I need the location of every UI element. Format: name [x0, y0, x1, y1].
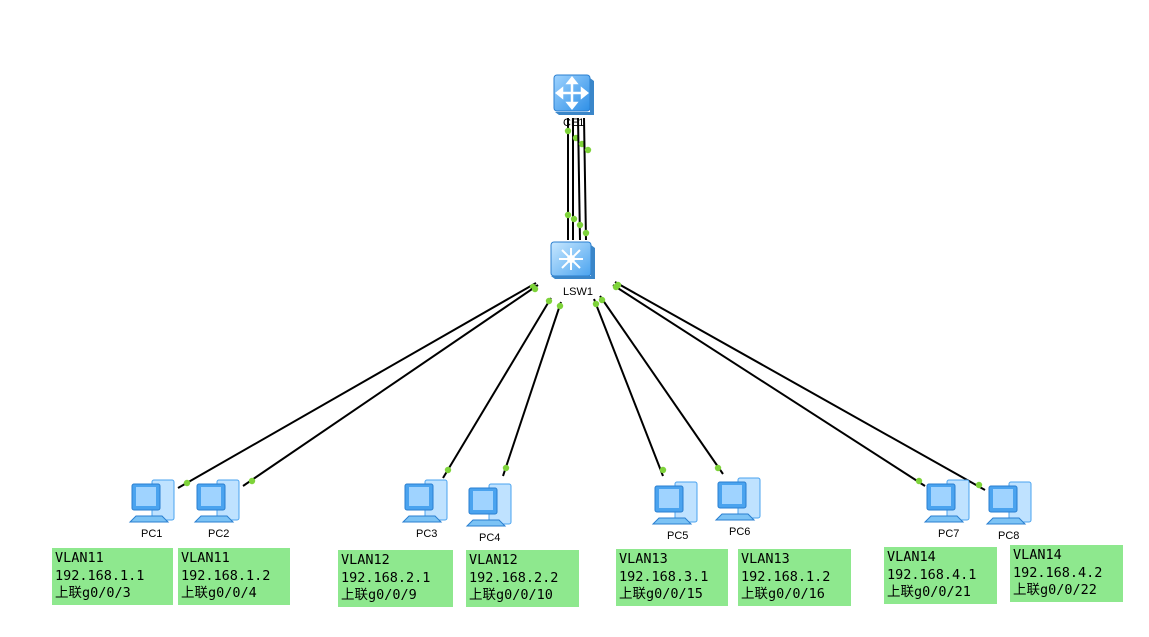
note-uplink: 上联g0/0/10 — [469, 587, 553, 603]
port-status-dot — [556, 302, 564, 310]
note-pc5[interactable]: VLAN13 192.168.3.1 上联g0/0/15 — [616, 549, 728, 606]
pc-icon — [193, 479, 240, 523]
pc2[interactable] — [193, 476, 245, 526]
note-pc4[interactable]: VLAN12 192.168.2.2 上联g0/0/10 — [466, 550, 579, 607]
port-status-dot — [714, 464, 722, 472]
port-status-dot — [248, 477, 256, 485]
port-status-dot — [975, 481, 983, 489]
link-lsw1-pc5[interactable] — [593, 298, 664, 477]
note-ip: 192.168.3.1 — [619, 568, 709, 585]
pc-icon — [401, 479, 448, 523]
note-uplink: 上联g0/0/4 — [181, 585, 257, 601]
port-status-dot — [576, 221, 584, 229]
port-status-dot — [598, 296, 606, 304]
note-uplink: 上联g0/0/21 — [887, 584, 971, 600]
router-icon — [553, 74, 594, 115]
note-ip: 192.168.1.2 — [181, 567, 271, 584]
note-pc8[interactable]: VLAN14 192.168.4.2 上联g0/0/22 — [1010, 545, 1123, 602]
link-lsw1-pc1[interactable] — [177, 282, 537, 489]
note-vlan: VLAN13 — [741, 551, 790, 567]
port-status-dot — [570, 215, 578, 223]
note-uplink: 上联g0/0/3 — [55, 585, 131, 601]
pc-icon — [714, 477, 761, 521]
note-vlan: VLAN12 — [469, 552, 518, 568]
pc-icon — [985, 481, 1032, 525]
pc3-label: PC3 — [416, 528, 438, 540]
note-vlan: VLAN13 — [619, 551, 668, 567]
pc7-label: PC7 — [938, 528, 960, 540]
port-status-dot — [502, 464, 510, 472]
note-ip: 192.168.2.2 — [469, 569, 559, 586]
pc7[interactable] — [923, 476, 975, 526]
port-status-dot — [614, 281, 622, 289]
note-ip: 192.168.1.2 — [741, 568, 831, 585]
port-status-dot — [444, 466, 452, 474]
link-lsw1-pc2[interactable] — [242, 284, 539, 487]
note-ip: 192.168.4.1 — [887, 566, 977, 583]
port-status-dot — [584, 146, 592, 154]
note-pc6[interactable]: VLAN13 192.168.1.2 上联g0/0/16 — [738, 549, 851, 606]
link-lsw1-pc8[interactable] — [614, 281, 986, 491]
note-uplink: 上联g0/0/22 — [1013, 582, 1097, 598]
pc1[interactable] — [128, 476, 180, 526]
note-uplink: 上联g0/0/9 — [341, 587, 417, 603]
pc5-label: PC5 — [667, 530, 689, 542]
note-pc2[interactable]: VLAN11 192.168.1.2 上联g0/0/4 — [178, 548, 290, 605]
link-ce1-lsw1-4[interactable] — [583, 117, 587, 241]
link-lsw1-pc4[interactable] — [502, 301, 562, 477]
pc3[interactable] — [401, 476, 453, 526]
switch-label: LSW1 — [563, 286, 593, 298]
note-vlan: VLAN11 — [55, 550, 104, 566]
port-status-dot — [531, 285, 539, 293]
pc2-label: PC2 — [208, 528, 230, 540]
port-status-dot — [659, 466, 667, 474]
switch-lsw1[interactable] — [550, 240, 596, 280]
link-lsw1-pc6[interactable] — [599, 295, 724, 475]
pc-icon — [465, 483, 512, 527]
pc8[interactable] — [985, 478, 1037, 528]
router-label: CE1 — [563, 117, 585, 129]
note-uplink: 上联g0/0/16 — [741, 586, 825, 602]
pc4[interactable] — [465, 480, 517, 530]
pc6-label: PC6 — [729, 526, 751, 538]
link-lsw1-pc7[interactable] — [612, 284, 926, 487]
note-ip: 192.168.2.1 — [341, 569, 431, 586]
note-ip: 192.168.4.2 — [1013, 564, 1103, 581]
pc8-label: PC8 — [998, 530, 1020, 542]
note-vlan: VLAN14 — [1013, 547, 1062, 563]
link-ce1-lsw1-3[interactable] — [577, 117, 581, 241]
pc4-label: PC4 — [479, 532, 501, 544]
pc-icon — [923, 479, 970, 523]
switch-icon — [550, 241, 595, 279]
pc5[interactable] — [651, 478, 703, 528]
port-status-dot — [915, 477, 923, 485]
pc-icon — [651, 481, 698, 525]
link-lsw1-pc3[interactable] — [442, 297, 552, 479]
port-status-dot — [564, 127, 572, 135]
port-status-dot — [183, 479, 191, 487]
router-ce1[interactable] — [553, 74, 595, 116]
pc1-label: PC1 — [141, 528, 163, 540]
port-status-dot — [592, 300, 600, 308]
note-pc3[interactable]: VLAN12 192.168.2.1 上联g0/0/9 — [338, 550, 453, 607]
note-vlan: VLAN11 — [181, 550, 230, 566]
port-status-dot — [564, 211, 572, 219]
note-vlan: VLAN14 — [887, 549, 936, 565]
port-status-dot — [582, 229, 590, 237]
port-status-dot — [545, 297, 553, 305]
note-pc7[interactable]: VLAN14 192.168.4.1 上联g0/0/21 — [884, 547, 997, 604]
note-uplink: 上联g0/0/15 — [619, 586, 703, 602]
pc6[interactable] — [714, 474, 766, 524]
note-pc1[interactable]: VLAN11 192.168.1.1 上联g0/0/3 — [52, 548, 173, 605]
note-ip: 192.168.1.1 — [55, 567, 145, 584]
note-vlan: VLAN12 — [341, 552, 390, 568]
pc-icon — [128, 479, 175, 523]
